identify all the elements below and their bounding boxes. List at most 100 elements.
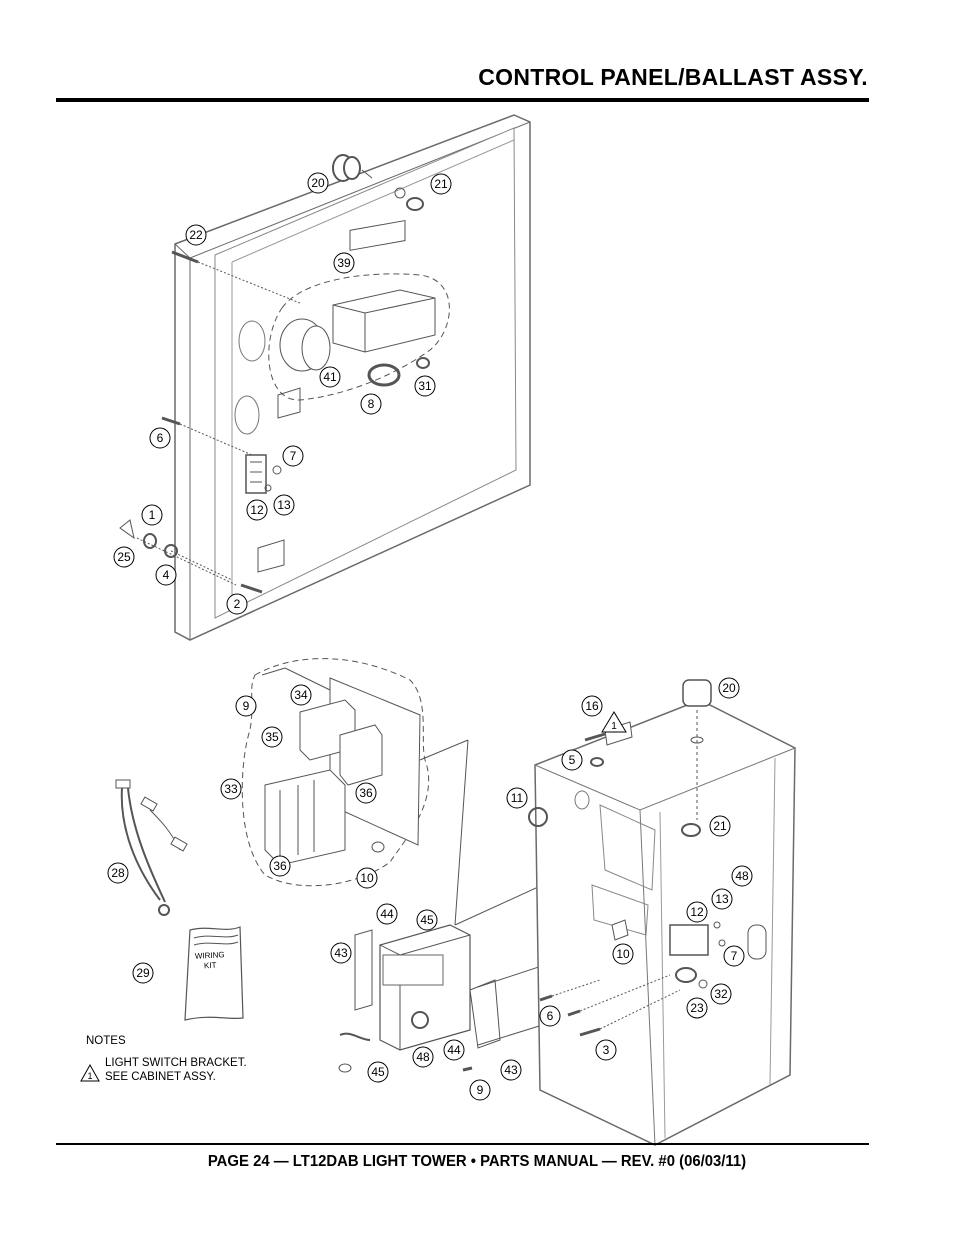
svg-text:9: 9	[477, 1083, 484, 1097]
wire-harness	[115, 779, 188, 916]
callout-43-top: 44	[376, 903, 398, 925]
callout-36-b: 36	[269, 855, 291, 877]
relay-assembly	[241, 658, 631, 926]
svg-text:20: 20	[311, 176, 325, 190]
svg-text:43: 43	[334, 946, 348, 960]
upper-hardware	[119, 154, 430, 594]
note-warning-triangle-icon: 1	[80, 1064, 100, 1082]
callout-32: 32	[710, 983, 732, 1005]
svg-text:5: 5	[569, 753, 576, 767]
callout-43-bottom: 44	[443, 1039, 465, 1061]
svg-text:44: 44	[380, 907, 394, 921]
callout-6-bottom: 6	[539, 1005, 561, 1027]
callout-42-left: 43	[330, 942, 352, 964]
callout-29: 29	[132, 962, 154, 984]
svg-text:13: 13	[277, 498, 291, 512]
callout-12-top: 12	[246, 499, 268, 521]
callout-12-bottom: 12	[686, 901, 708, 923]
header-rule	[56, 98, 869, 102]
callout-31: 31	[414, 375, 436, 397]
svg-text:6: 6	[547, 1009, 554, 1023]
callout-20-bottom: 20	[718, 677, 740, 699]
svg-text:41: 41	[323, 370, 337, 384]
svg-text:36: 36	[273, 859, 287, 873]
svg-text:21: 21	[713, 819, 727, 833]
svg-text:7: 7	[290, 449, 297, 463]
svg-text:45: 45	[420, 913, 434, 927]
svg-text:34: 34	[294, 688, 308, 702]
callout-44: 45	[416, 909, 438, 931]
callout-39: 39	[333, 252, 355, 274]
svg-text:20: 20	[722, 681, 736, 695]
callout-42-bottom: 43	[500, 1059, 522, 1081]
callout-3: 3	[595, 1039, 617, 1061]
svg-text:1: 1	[149, 508, 156, 522]
callout-28: 28	[107, 862, 129, 884]
callout-9-top: 9	[235, 695, 257, 717]
callout-10-left: 10	[356, 867, 378, 889]
callout-1: 1	[141, 504, 163, 526]
svg-text:10: 10	[360, 871, 374, 885]
svg-text:12: 12	[250, 503, 264, 517]
svg-text:10: 10	[616, 947, 630, 961]
wiring-kit-label: WIRING KIT	[194, 950, 225, 971]
callout-7-bottom: 7	[723, 945, 745, 967]
svg-text:48: 48	[735, 869, 749, 883]
callout-4: 4	[155, 564, 177, 586]
svg-text:43: 43	[504, 1063, 518, 1077]
svg-text:3: 3	[603, 1043, 610, 1057]
svg-text:48: 48	[416, 1050, 430, 1064]
callout-35: 35	[261, 726, 283, 748]
callout-20-top: 20	[307, 172, 329, 194]
svg-text:16: 16	[585, 699, 599, 713]
callout-23: 23	[686, 997, 708, 1019]
upper-panel	[174, 114, 531, 641]
svg-text:4: 4	[163, 568, 170, 582]
footer-rule	[56, 1143, 869, 1145]
callout-13-top: 13	[273, 494, 295, 516]
svg-text:44: 44	[447, 1043, 461, 1057]
callout-5: 5	[561, 749, 583, 771]
svg-text:9: 9	[243, 699, 250, 713]
note-text: LIGHT SWITCH BRACKET. SEE CABINET ASSY.	[105, 1057, 247, 1083]
note-1-triangle-marker: 1	[601, 711, 627, 733]
wiring-kit-bag	[184, 926, 244, 1021]
callout-21-top: 21	[430, 173, 452, 195]
ballast-assembly	[268, 219, 450, 401]
callout-36-a: 36	[355, 782, 377, 804]
callout-10-right: 10	[612, 943, 634, 965]
svg-text:33: 33	[224, 782, 238, 796]
svg-text:7: 7	[731, 949, 738, 963]
svg-text:6: 6	[157, 431, 164, 445]
callout-34: 34	[290, 684, 312, 706]
callout-9-bottom: 9	[469, 1079, 491, 1101]
svg-text:12: 12	[690, 905, 704, 919]
svg-text:1: 1	[87, 1071, 92, 1081]
callout-41: 41	[319, 366, 341, 388]
callout-21-bottom: 21	[709, 815, 731, 837]
page-footer: PAGE 24 — LT12DAB LIGHT TOWER • PARTS MA…	[207, 1153, 747, 1170]
callout-25: 25	[113, 546, 135, 568]
svg-text:2: 2	[234, 597, 241, 611]
callout-11: 11	[506, 787, 528, 809]
callout-45: 45	[367, 1061, 389, 1083]
lower-cabinet	[528, 679, 796, 1146]
svg-text:35: 35	[265, 730, 279, 744]
svg-text:11: 11	[511, 791, 524, 805]
callout-47: 48	[412, 1046, 434, 1068]
svg-text:23: 23	[690, 1001, 704, 1015]
callout-48: 48	[731, 865, 753, 887]
callout-8: 8	[360, 393, 382, 415]
svg-text:1: 1	[611, 721, 617, 732]
svg-text:45: 45	[371, 1065, 385, 1079]
callout-6-top: 6	[149, 427, 171, 449]
svg-text:29: 29	[136, 966, 150, 980]
callout-7-top: 7	[282, 445, 304, 467]
svg-text:13: 13	[715, 892, 729, 906]
svg-text:22: 22	[189, 228, 203, 242]
callout-13-bottom: 13	[711, 888, 733, 910]
svg-text:21: 21	[434, 177, 448, 191]
control-box	[338, 924, 591, 1073]
svg-text:25: 25	[117, 550, 131, 564]
